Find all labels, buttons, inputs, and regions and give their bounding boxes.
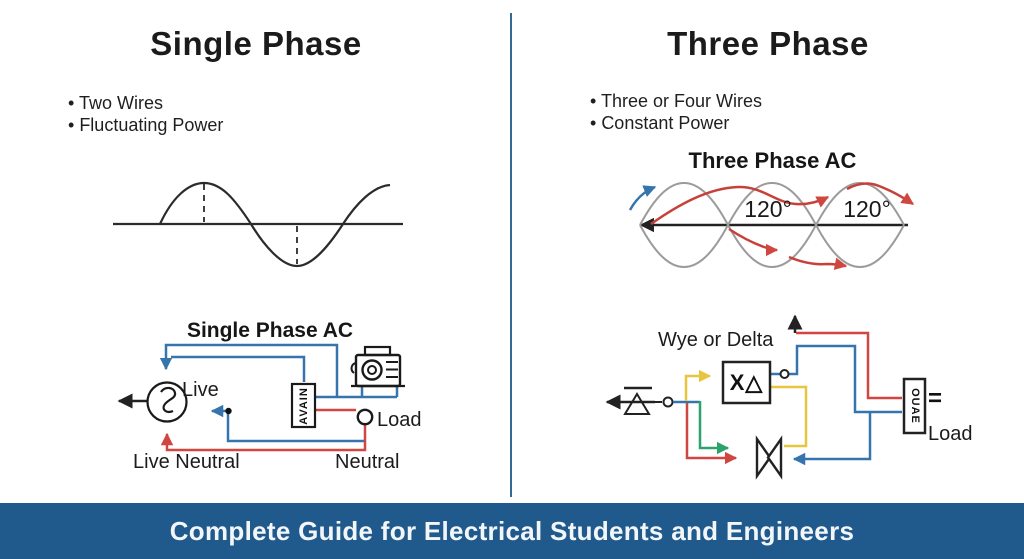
motor-icon <box>350 345 405 388</box>
neutral-label: Neutral <box>335 451 400 473</box>
right-bullet-list: Three or Four Wires Constant Power <box>590 90 762 134</box>
load-label-right: Load <box>928 423 973 445</box>
delta-source-symbol <box>623 386 662 415</box>
ac-source-icon <box>146 381 188 423</box>
junction-dot <box>225 407 232 415</box>
single-phase-ac-label: Single Phase AC <box>186 319 354 342</box>
single-phase-circuit <box>117 343 405 452</box>
three-phase-ac-label: Three Phase AC <box>688 148 857 173</box>
bullet-item: Two Wires <box>68 92 223 114</box>
live-neutral-label: Live Neutral <box>133 451 240 473</box>
bullet-item: Three or Four Wires <box>590 90 762 112</box>
load-box-text: OUAE <box>908 388 921 424</box>
right-panel-title: Three Phase <box>667 25 869 62</box>
bowtie-valve-icon <box>755 435 783 480</box>
source-terminal <box>662 396 674 408</box>
diagram-canvas <box>113 181 927 480</box>
wire-green <box>698 401 730 455</box>
wires-blue <box>673 344 902 466</box>
transformer-box-text: X△ <box>729 369 764 395</box>
angle-label-120-second: 120° <box>843 196 891 222</box>
bullet-item: Fluctuating Power <box>68 114 223 136</box>
wye-or-delta-label: Wye or Delta <box>658 329 774 351</box>
ac-source-squiggle <box>160 386 177 413</box>
live-label: Live <box>182 379 219 401</box>
banner-text: Complete Guide for Electrical Students a… <box>169 515 855 546</box>
transformer-terminal <box>779 369 790 379</box>
sine-curve <box>159 181 391 268</box>
blue-phase-arrow <box>628 185 657 211</box>
divider-line <box>510 13 512 497</box>
single-phase-wave <box>113 181 403 268</box>
footer-banner: Complete Guide for Electrical Students a… <box>0 503 1024 559</box>
load-label-left: Load <box>377 409 422 431</box>
bullet-item: Constant Power <box>590 112 762 134</box>
left-panel-title: Single Phase <box>150 25 362 62</box>
load-terminal <box>356 408 374 426</box>
neutral-wires-red <box>160 408 367 452</box>
equals-sign: = <box>928 385 943 412</box>
angle-label-120-first: 120° <box>744 196 792 222</box>
left-bullet-list: Two Wires Fluctuating Power <box>68 92 223 136</box>
breaker-box-text: AVAIN <box>297 386 310 425</box>
